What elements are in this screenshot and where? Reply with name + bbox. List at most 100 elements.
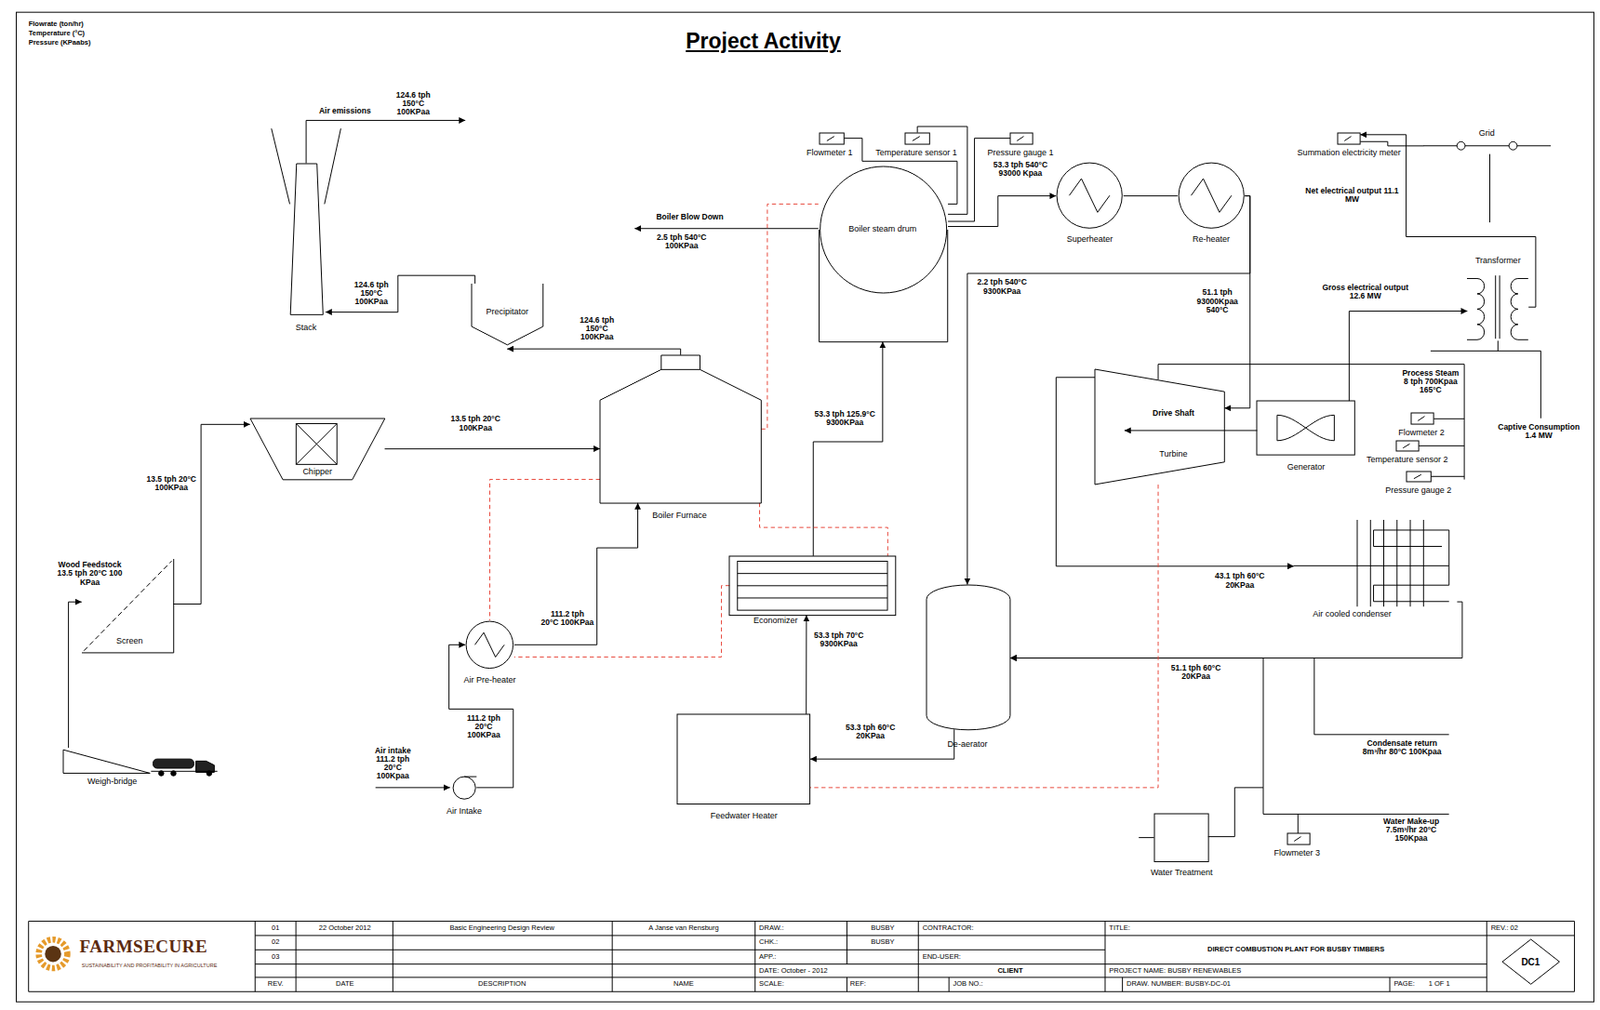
shape-outline xyxy=(475,632,506,657)
stream-data: 124.6 tph 150°C 100KPaa xyxy=(570,316,624,343)
node-label: DC1 xyxy=(1520,957,1540,968)
node-label: Feedwater Heater xyxy=(710,812,778,822)
shape-outline xyxy=(912,135,920,141)
node-shape xyxy=(1466,273,1529,341)
node-shape xyxy=(677,714,811,805)
process-node: Grid xyxy=(1423,137,1551,155)
process-node: Water Treatment xyxy=(1154,813,1209,863)
truck-wheel xyxy=(206,771,212,776)
node-shape xyxy=(926,585,1011,731)
note-label: Basic Engineering Design Review xyxy=(449,924,555,933)
shape-outline xyxy=(819,166,947,294)
shape-outline xyxy=(1094,369,1225,485)
process-node: Precipitator xyxy=(471,283,544,349)
note-label: 02 xyxy=(271,938,280,947)
flue-gas-connector xyxy=(514,586,730,658)
node-shape xyxy=(288,163,325,315)
shape-outline xyxy=(1511,278,1530,340)
node-label: Water Treatment xyxy=(1150,868,1214,879)
process-node: Superheater xyxy=(1055,161,1123,229)
note-label: 22 October 2012 xyxy=(319,924,372,933)
stream-connector xyxy=(1010,658,1264,838)
shape-outline xyxy=(1056,163,1122,229)
shape-outline xyxy=(1190,179,1231,214)
node-shape xyxy=(1396,440,1419,452)
note-label: NAME xyxy=(673,980,694,988)
node-label: Turbine xyxy=(1159,450,1187,460)
node-shape xyxy=(1154,813,1209,863)
note-label: END-USER: xyxy=(922,953,961,961)
note-label: CLIENT xyxy=(997,967,1023,975)
shape-outline xyxy=(1069,179,1110,214)
stream-data: 2.2 tph 540°C 9300KPaa xyxy=(975,278,1029,295)
node-label: Chipper xyxy=(302,467,333,478)
node-shape xyxy=(63,747,150,776)
stream-data: 43.1 tph 60°C 20KPaa xyxy=(1211,572,1268,589)
shape-outline xyxy=(1495,275,1500,339)
note-label: REV. xyxy=(267,980,284,988)
stream-connector xyxy=(1360,134,1536,307)
note-label: SUSTAINABILITY AND PROFITABILITY IN AGRI… xyxy=(81,963,218,970)
truck-icon xyxy=(150,759,217,776)
shape-outline xyxy=(250,418,386,480)
stream-connector xyxy=(1123,195,1178,197)
truck-tank xyxy=(153,759,195,769)
process-steam-line xyxy=(1158,364,1465,480)
node-shape xyxy=(1411,413,1434,425)
stream-connector xyxy=(1055,377,1294,567)
node-label: Temperature sensor 1 xyxy=(875,148,958,159)
note-label: Pressure (KPaabs) xyxy=(28,39,92,47)
stream-line xyxy=(306,120,466,163)
stream-data: 51.1 tph 93000Kpaa 540°C xyxy=(1187,288,1248,315)
note-label: JOB NO.: xyxy=(953,980,984,988)
node-shape xyxy=(452,775,477,800)
node-label: Temperature sensor 2 xyxy=(1366,455,1449,466)
node-shape xyxy=(1293,520,1458,607)
shape-outline xyxy=(1293,530,1450,602)
stream-data: Process Steam 8 tph 700Kpaa 165°C xyxy=(1399,369,1463,396)
note-label: SCALE: xyxy=(759,980,785,988)
stream-connector xyxy=(947,196,1056,227)
water-line xyxy=(1138,658,1449,839)
node-label: Air Pre-heater xyxy=(464,676,517,686)
process-node: Air cooled condenser xyxy=(1293,520,1458,607)
flue-gas-connector xyxy=(760,203,818,429)
note-label: CONTRACTOR: xyxy=(922,924,974,933)
process-node: Feedwater Heater xyxy=(677,714,811,805)
process-node: Turbine xyxy=(1094,369,1225,485)
stream-data: 124.6 tph 150°C 100KPaa xyxy=(346,280,397,307)
process-node: Pressure gauge 1 xyxy=(1010,133,1033,145)
node-label: Boiler Furnace xyxy=(652,511,707,521)
shape-outline xyxy=(291,163,324,315)
process-node: Air Pre-heater xyxy=(465,620,515,670)
drive-shaft-arrow xyxy=(1124,429,1258,431)
node-label: Stack xyxy=(295,323,318,334)
note-label: FARMSECURE xyxy=(80,937,209,958)
note-label: DESCRIPTION xyxy=(478,980,526,988)
process-node: Transformer xyxy=(1466,273,1529,341)
shape-outline xyxy=(926,585,1011,731)
shape-outline xyxy=(1413,474,1421,479)
node-label: Pressure gauge 2 xyxy=(1385,486,1452,496)
node-label: Re-heater xyxy=(1192,235,1230,245)
stream-data: Water Make-up 7.5m³/hr 20°C 150Kpaa xyxy=(1369,817,1454,844)
truck-cab xyxy=(196,760,215,773)
process-node: Weigh-bridge xyxy=(63,747,150,776)
note-label: Air emissions xyxy=(319,106,372,116)
shape-outline xyxy=(1294,837,1302,842)
note-label: 03 xyxy=(271,953,280,961)
shape-outline xyxy=(737,573,888,598)
process-node: Generator xyxy=(1256,400,1355,455)
shape-outline xyxy=(819,133,844,145)
title-block-grid xyxy=(28,921,1575,993)
node-shape xyxy=(1177,161,1245,229)
note-label: TITLE: xyxy=(1108,924,1131,933)
note-label: Temperature (°C) xyxy=(28,29,85,38)
note-label: REF: xyxy=(850,980,867,988)
process-node: De-aerator xyxy=(926,585,1011,731)
node-label: Precipitator xyxy=(485,307,529,318)
node-shape xyxy=(1406,471,1431,482)
shape-outline xyxy=(737,560,888,611)
shape-outline xyxy=(1502,939,1560,985)
